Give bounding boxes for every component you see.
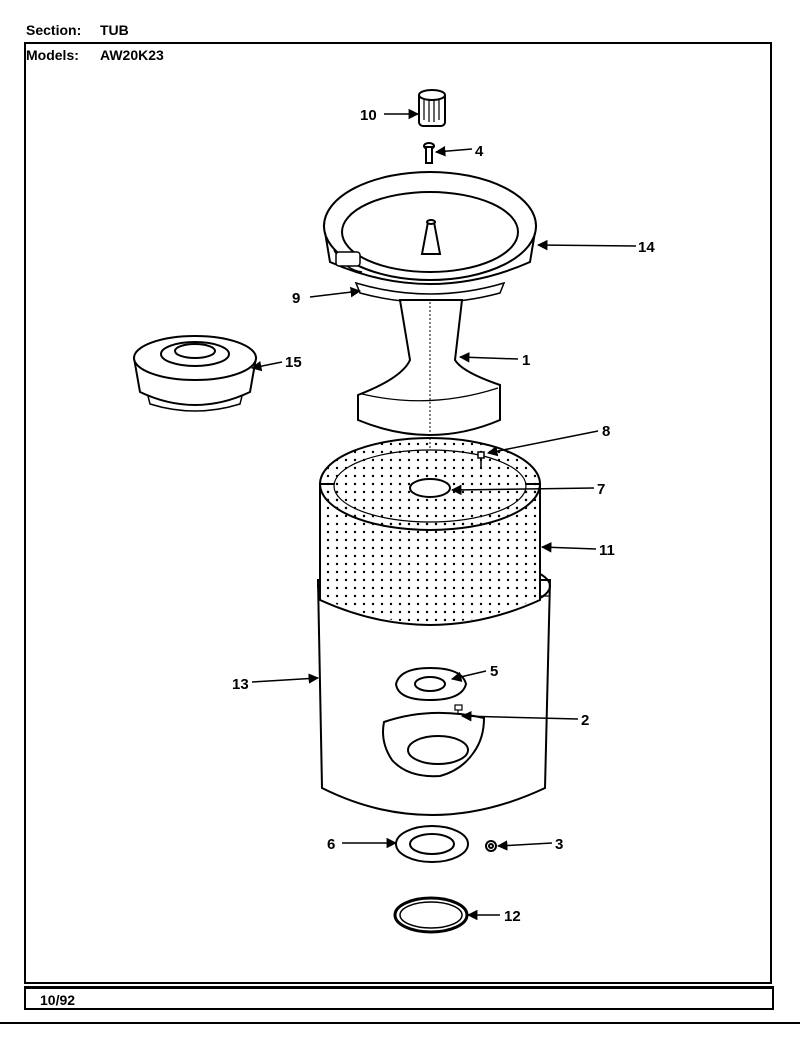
leader-3: [496, 840, 553, 851]
callout-6: 6: [327, 836, 335, 853]
part-hub-ring-7: [409, 478, 451, 498]
callout-3: 3: [555, 836, 563, 853]
models-value: AW20K23: [100, 47, 164, 63]
callout-8: 8: [602, 423, 610, 440]
bottom-rule: [0, 1022, 800, 1024]
callout-2: 2: [581, 712, 589, 729]
leader-15: [250, 360, 283, 372]
leader-13: [251, 673, 320, 684]
leader-9: [309, 286, 362, 298]
callout-4: 4: [475, 143, 484, 160]
callout-10: 10: [360, 107, 377, 124]
section-header: Section: TUB: [26, 22, 129, 38]
callout-14: 14: [638, 239, 655, 256]
part-tub-cover-14: [322, 171, 538, 285]
revision-date: 10/92: [40, 992, 76, 1008]
callout-12: 12: [504, 908, 521, 925]
models-label: Models:: [26, 47, 79, 63]
part-ring-12: [393, 896, 469, 934]
leader-1: [458, 352, 519, 363]
part-boot-gasket: [382, 711, 486, 778]
callout-1: 1: [522, 352, 530, 369]
part-cap-10: [418, 89, 446, 127]
callout-5: 5: [490, 663, 498, 680]
leader-7: [450, 484, 595, 496]
callout-11: 11: [599, 542, 615, 559]
part-seal-5: [394, 666, 468, 702]
callout-13: 13: [232, 676, 249, 693]
part-screw-8: [477, 451, 485, 468]
callout-7: 7: [597, 481, 605, 498]
part-dispenser-15: [132, 335, 258, 412]
leader-5: [450, 670, 487, 682]
callout-15: 15: [285, 354, 302, 371]
models-header: Models: AW20K23: [26, 47, 164, 63]
leader-14: [536, 239, 637, 251]
section-label: Section:: [26, 22, 82, 38]
date-bar: 10/92: [24, 986, 774, 1010]
part-retainer-9: [354, 281, 506, 304]
diagram-frame: [24, 42, 772, 984]
leader-8: [486, 430, 599, 457]
part-agitator-1: [357, 299, 501, 448]
callout-9: 9: [292, 290, 300, 307]
leader-4: [434, 145, 473, 157]
part-mounting-plate-6: [395, 825, 469, 863]
part-bolt-4: [423, 142, 435, 164]
leader-11: [540, 542, 597, 553]
part-nut-3: [485, 840, 497, 852]
leader-2: [460, 710, 579, 722]
section-value: TUB: [100, 22, 129, 38]
part-wash-basket-11: [319, 437, 541, 626]
